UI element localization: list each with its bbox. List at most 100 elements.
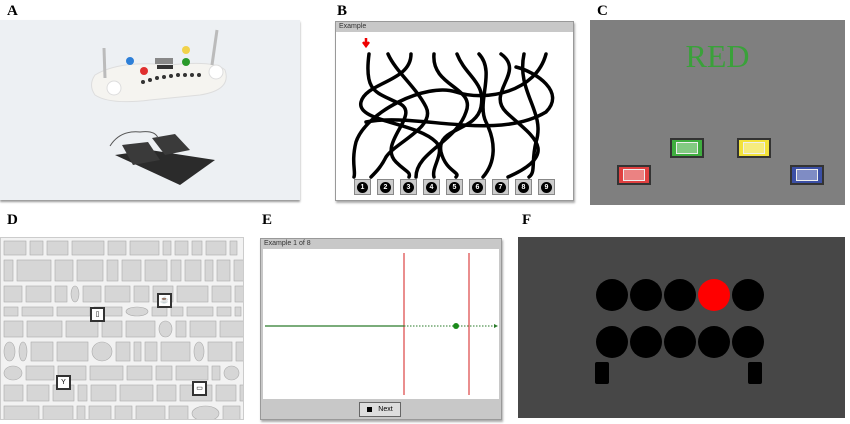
map-blocks <box>3 240 243 419</box>
next-button[interactable]: Next <box>359 402 401 417</box>
map-block <box>82 285 102 303</box>
yellow-response-box[interactable] <box>737 138 771 158</box>
map-block <box>162 240 172 256</box>
map-block <box>3 341 16 362</box>
memory-circle[interactable] <box>664 279 696 311</box>
memory-circle[interactable] <box>732 279 764 311</box>
number-button-6[interactable]: 6 <box>469 179 486 195</box>
map-block <box>211 365 221 381</box>
map-block <box>186 306 214 317</box>
map-block <box>76 259 104 282</box>
map-block <box>3 240 27 256</box>
map-block <box>151 306 168 317</box>
map-block <box>156 384 177 402</box>
controller-and-pedals-image <box>91 29 227 185</box>
map-block <box>26 384 50 402</box>
number-label: 1 <box>357 181 368 193</box>
map-block <box>54 259 74 282</box>
map-block <box>215 384 237 402</box>
red-response-box[interactable] <box>617 165 651 185</box>
map-block <box>65 320 99 338</box>
number-button-1[interactable]: 1 <box>354 179 371 195</box>
cup-landmark-icon[interactable]: ☕ <box>157 293 172 308</box>
map-block <box>174 240 189 256</box>
moving-dot <box>453 323 459 329</box>
map-block <box>176 285 209 303</box>
number-button-8[interactable]: 8 <box>515 179 532 195</box>
map-block <box>30 341 54 362</box>
number-label: 4 <box>426 181 437 193</box>
map-block <box>16 259 52 282</box>
memory-circle[interactable] <box>664 326 696 358</box>
memory-circle[interactable] <box>630 326 662 358</box>
map-block <box>42 405 74 419</box>
map-block <box>3 320 24 338</box>
map-block <box>233 259 243 282</box>
panel-f-label: F <box>522 212 532 228</box>
map-block <box>76 405 86 419</box>
memory-circle[interactable] <box>630 279 662 311</box>
timing-window: Example 1 of 8 Next <box>260 238 502 420</box>
map-block <box>135 405 166 419</box>
memory-circle[interactable] <box>596 326 628 358</box>
map-block <box>3 384 24 402</box>
map-block <box>90 384 117 402</box>
number-button-2[interactable]: 2 <box>377 179 394 195</box>
number-button-3[interactable]: 3 <box>400 179 417 195</box>
memory-circle[interactable] <box>698 279 730 311</box>
panel-a-photo <box>0 20 300 200</box>
panel-e-label: E <box>262 212 273 228</box>
blue-response-box[interactable] <box>790 165 824 185</box>
left-response-key[interactable] <box>595 362 609 384</box>
map-block <box>114 405 133 419</box>
map-block <box>3 405 40 419</box>
panel-a-label: A <box>7 3 18 19</box>
number-label: 9 <box>541 181 552 193</box>
right-response-key[interactable] <box>748 362 762 384</box>
book-landmark-icon[interactable]: ▯ <box>90 307 105 322</box>
map-block <box>205 240 227 256</box>
car-landmark-icon[interactable]: ▭ <box>192 381 207 396</box>
next-label: Next <box>378 406 393 413</box>
map-block <box>91 341 113 362</box>
map-block <box>129 240 160 256</box>
window-title: Example 1 of 8 <box>261 239 501 249</box>
map-block <box>222 405 241 419</box>
map-block <box>204 259 214 282</box>
map-block <box>56 341 89 362</box>
map-block <box>71 240 105 256</box>
map-block <box>106 259 119 282</box>
memory-circle[interactable] <box>596 279 628 311</box>
stroop-screen: RED <box>590 20 845 205</box>
map-block <box>144 259 168 282</box>
map-block <box>234 306 242 317</box>
map-block <box>229 240 238 256</box>
memory-circle[interactable] <box>698 326 730 358</box>
map-block <box>170 306 184 317</box>
number-button-7[interactable]: 7 <box>492 179 509 195</box>
start-arrow-icon <box>362 38 370 49</box>
memory-circle[interactable] <box>732 326 764 358</box>
number-button-9[interactable]: 9 <box>538 179 555 195</box>
panel-c-label: C <box>597 3 608 19</box>
map-block <box>170 259 182 282</box>
number-label: 8 <box>518 181 529 193</box>
number-button-5[interactable]: 5 <box>446 179 463 195</box>
map-block <box>126 365 153 381</box>
number-button-4[interactable]: 4 <box>423 179 440 195</box>
map-block <box>3 285 23 303</box>
number-label: 7 <box>495 181 506 193</box>
map-block <box>219 320 243 338</box>
glass-landmark-icon[interactable]: Y <box>56 375 71 390</box>
green-response-box[interactable] <box>670 138 704 158</box>
map-block <box>184 259 202 282</box>
map-block <box>77 384 88 402</box>
map-block <box>133 285 150 303</box>
map-block <box>223 365 240 381</box>
map-block <box>25 285 52 303</box>
map-block <box>101 320 123 338</box>
square-icon <box>367 407 373 412</box>
map-block <box>168 405 189 419</box>
map-block <box>104 285 131 303</box>
